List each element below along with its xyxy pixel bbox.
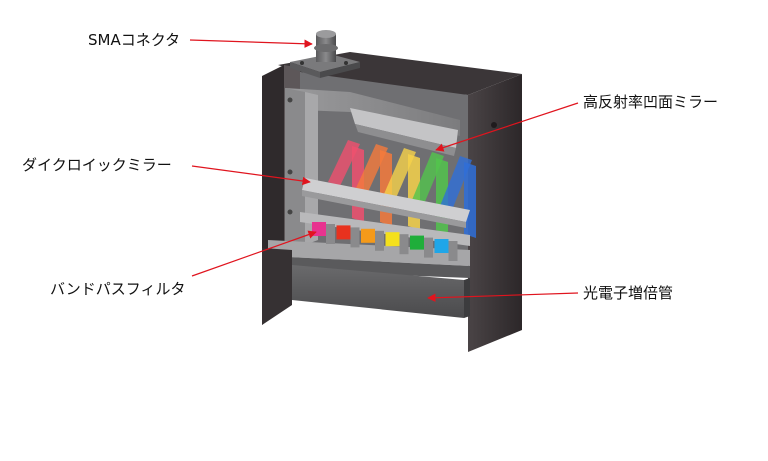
arrow-bandpass-filter bbox=[191, 230, 317, 277]
dichroic-rail-front bbox=[302, 190, 466, 228]
label-dichroic-mirror: ダイクロイックミラー bbox=[22, 156, 172, 174]
connector-base-plate bbox=[290, 54, 360, 72]
screw-icon bbox=[287, 169, 293, 175]
filter-holder bbox=[424, 237, 433, 258]
filter-holder bbox=[375, 230, 384, 251]
screw-icon bbox=[491, 122, 497, 128]
connector-collar bbox=[314, 44, 338, 52]
frame-left-post bbox=[285, 88, 305, 248]
screw-icon bbox=[287, 97, 293, 103]
concave-mirror-edge bbox=[355, 124, 456, 156]
filter-magenta bbox=[312, 222, 326, 236]
pmt-housing bbox=[262, 248, 470, 325]
housing-right-panel bbox=[468, 74, 522, 352]
label-sma-connector: SMAコネクタ bbox=[88, 31, 181, 49]
connector-base-front bbox=[290, 62, 320, 78]
screw-icon bbox=[300, 61, 304, 65]
inner-frame bbox=[285, 88, 460, 248]
front-left-post bbox=[262, 248, 292, 325]
connector-top bbox=[316, 30, 336, 38]
base-plate bbox=[268, 256, 470, 278]
filter-holder bbox=[350, 227, 360, 248]
pmt-box-side bbox=[464, 278, 470, 318]
screw-icon bbox=[344, 61, 348, 65]
label-concave-mirror: 高反射率凹面ミラー bbox=[583, 93, 719, 111]
filter-green bbox=[410, 235, 424, 250]
arrow-concave-mirror bbox=[435, 102, 579, 152]
filter-holder bbox=[448, 241, 458, 261]
arrow-sma-connector bbox=[189, 39, 313, 48]
sma-connector bbox=[290, 30, 360, 78]
arrow-dichroic-mirror bbox=[191, 165, 311, 186]
label-pmt: 光電子増倍管 bbox=[583, 284, 674, 302]
filter-orange bbox=[361, 228, 375, 243]
filter-holder bbox=[399, 234, 409, 255]
filter-yellow bbox=[385, 232, 400, 247]
arrow-pmt bbox=[427, 292, 579, 302]
filter-holder bbox=[326, 224, 335, 244]
concave-mirror bbox=[350, 108, 458, 148]
dichroic-mirror-rail bbox=[302, 178, 470, 228]
filter-rail-top bbox=[300, 212, 470, 246]
frame-left-post-face bbox=[305, 92, 318, 245]
connector-base-right bbox=[320, 62, 360, 78]
filter-red bbox=[336, 225, 351, 240]
annotation-arrows bbox=[189, 39, 579, 302]
filter-rail-front bbox=[268, 240, 470, 266]
filter-cyan bbox=[434, 239, 449, 253]
label-bandpass-filter: バンドパスフィルタ bbox=[50, 280, 186, 298]
filter-rail bbox=[268, 212, 470, 266]
screw-icon bbox=[287, 209, 293, 215]
dichroic-rail-top bbox=[302, 178, 470, 222]
bandpass-filters bbox=[312, 222, 458, 261]
pmt-box bbox=[292, 265, 464, 318]
